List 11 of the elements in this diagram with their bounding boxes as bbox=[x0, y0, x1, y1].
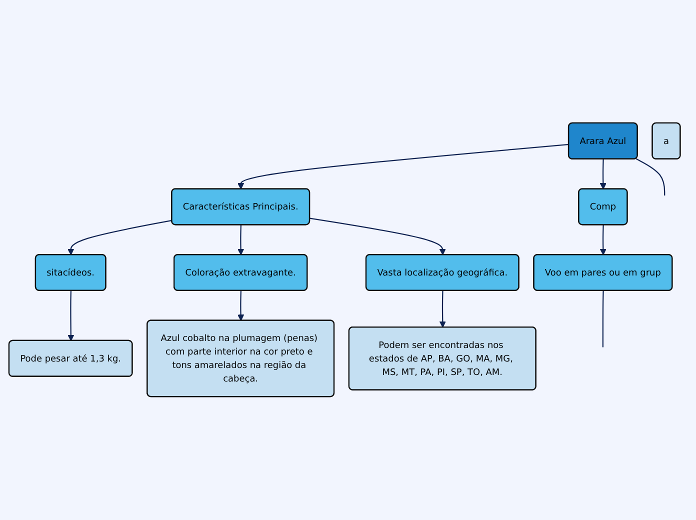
arrow bbox=[68, 220, 172, 256]
arrow bbox=[600, 225, 606, 256]
connector bbox=[636, 158, 666, 196]
arrow bbox=[439, 291, 446, 328]
connector bbox=[602, 291, 604, 348]
arrow bbox=[310, 218, 446, 256]
arrow bbox=[238, 225, 244, 256]
arrow bbox=[238, 144, 569, 190]
arrow bbox=[238, 291, 244, 322]
arrow bbox=[68, 291, 74, 342]
arrow bbox=[600, 159, 606, 190]
